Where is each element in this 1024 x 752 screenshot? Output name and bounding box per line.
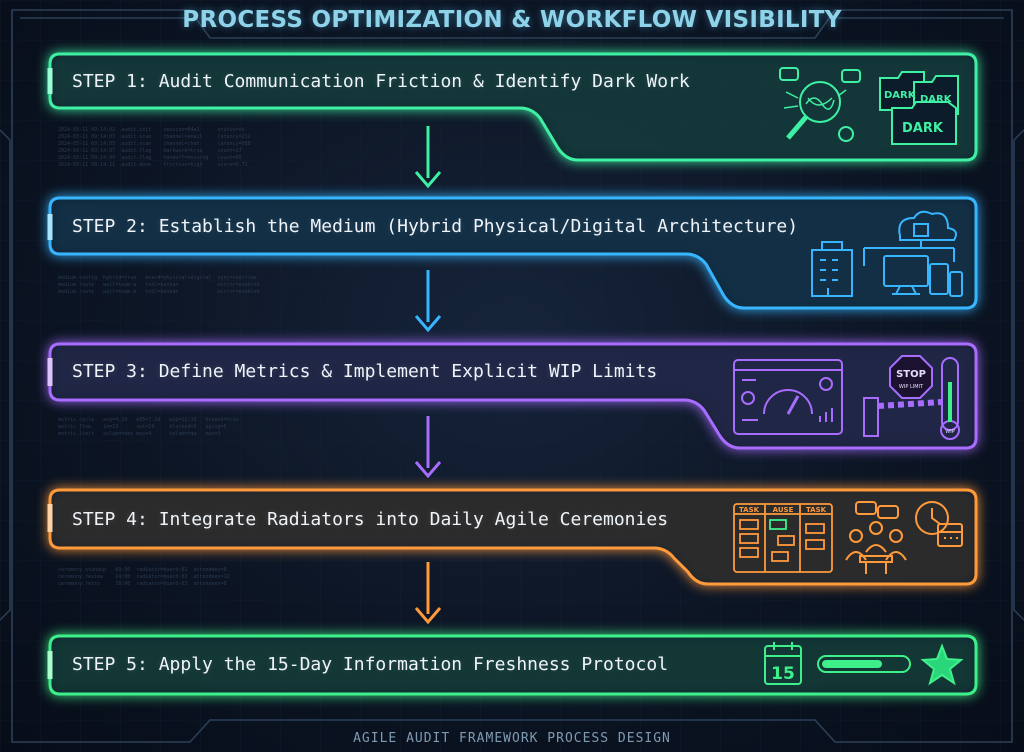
board-column-header: TASK (739, 506, 760, 514)
stop-sign-text: STOP (896, 369, 926, 380)
folder-label: DARK (902, 121, 944, 136)
dark-folders-icon: DARK DARK DARK (879, 71, 959, 145)
calendar-icon: 15 (764, 642, 802, 685)
background-log-text: 2024-03-11 09:14:02 audit.init session=0… (58, 127, 251, 168)
metrics-dashboard-icon (733, 359, 843, 435)
step-4-label: STEP 4: Integrate Radiators into Daily A… (72, 509, 669, 530)
hybrid-architecture-icon (811, 210, 963, 297)
step-5-label: STEP 5: Apply the 15-Day Information Fre… (72, 654, 669, 675)
background-log-text: medium.config hybrid=true board=physical… (58, 275, 260, 295)
team-meeting-clock-icon (845, 501, 963, 574)
board-column-header: TASK (806, 506, 827, 514)
folder-label: DARK (884, 90, 917, 101)
step-1-label: STEP 1: Audit Communication Friction & I… (72, 71, 690, 92)
background-log-text: ceremony.standup 09:30 radiator=board-01… (58, 567, 230, 587)
star-icon (920, 643, 964, 686)
folder-label: DARK (920, 94, 953, 105)
footer-caption: AGILE AUDIT FRAMEWORK PROCESS DESIGN (353, 731, 671, 746)
step-2-label: STEP 2: Establish the Medium (Hybrid Phy… (72, 216, 799, 237)
page-title: PROCESS OPTIMIZATION & WORKFLOW VISIBILI… (182, 7, 842, 33)
wip-gauge-text: WIP (945, 429, 954, 435)
wip-limit-text: WIP LIMIT (899, 384, 924, 390)
kanban-board-icon: TASK AUSE TASK (733, 503, 833, 573)
board-column-header: AUSE (773, 506, 794, 514)
wip-limit-barrier-icon: STOP WIP LIMIT WIP (863, 355, 960, 440)
freshness-progress-bar (817, 655, 911, 673)
magnifier-audit-icon (779, 67, 861, 142)
calendar-day: 15 (771, 664, 795, 684)
background-log-text: metric.cycle avg=4.2d p85=7.1d wip=12/10… (58, 417, 239, 437)
step-3-label: STEP 3: Define Metrics & Implement Expli… (72, 361, 658, 382)
